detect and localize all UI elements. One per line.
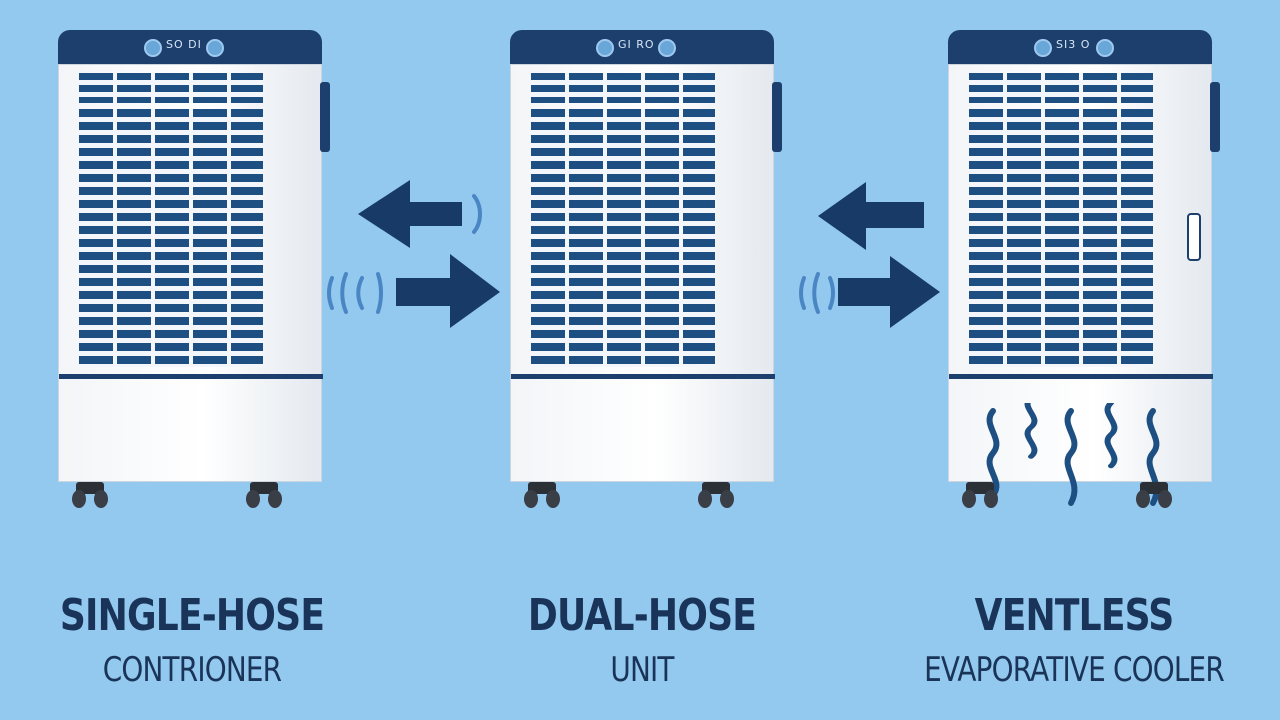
dual-hose-unit-illustration: GI RO (510, 30, 782, 520)
airflow-arrows-right-group (799, 182, 940, 328)
control-panel-text: SI3 O (1056, 38, 1091, 51)
control-panel-text: GI RO (618, 38, 655, 51)
caster-wheel-icon (696, 482, 736, 508)
side-tab (1210, 82, 1220, 152)
unit-subtitle: CONTRIONER (102, 650, 282, 690)
caster-wheel-icon (70, 482, 110, 508)
unit-title: DUAL-HOSE (527, 590, 757, 641)
mist-wave-icon (986, 403, 1160, 506)
body-stripe (949, 374, 1213, 379)
caster-wheel-icon (244, 482, 284, 508)
side-tab (320, 82, 330, 152)
arrow-right-icon (838, 256, 940, 328)
top-louver (531, 73, 715, 103)
arrow-left-icon (818, 182, 924, 250)
control-knob-icon (206, 39, 224, 57)
caster-wheel-icon (960, 482, 1000, 508)
airflow-arrows-left-group (327, 180, 500, 328)
body-stripe (59, 374, 323, 379)
unit-body (948, 64, 1213, 506)
front-grille (969, 109, 1153, 367)
single-hose-unit-illustration: SO DI (58, 30, 330, 520)
side-handle (1187, 213, 1201, 261)
control-knob-icon (1096, 39, 1114, 57)
unit-body (58, 64, 323, 482)
caster-wheel-icon (522, 482, 562, 508)
air-waves-icon (799, 272, 835, 314)
ventless-cooler-illustration: SI3 O (948, 30, 1220, 520)
control-knob-icon (658, 39, 676, 57)
arrow-right-icon (396, 254, 500, 328)
control-knob-icon (596, 39, 614, 57)
control-panel: SO DI (58, 30, 322, 64)
control-knob-icon (1034, 39, 1052, 57)
control-panel: SI3 O (948, 30, 1212, 64)
arrow-left-icon (358, 180, 462, 248)
caster-wheel-icon (1134, 482, 1174, 508)
body-stripe (511, 374, 775, 379)
control-knob-icon (144, 39, 162, 57)
unit-subtitle: EVAPORATIVE COOLER (924, 650, 1225, 690)
control-panel-text: SO DI (166, 38, 202, 51)
unit-subtitle: UNIT (610, 650, 674, 690)
air-waves-icon (472, 194, 482, 234)
side-tab (772, 82, 782, 152)
unit-title: VENTLESS (974, 590, 1175, 641)
front-grille (79, 109, 263, 367)
control-panel: GI RO (510, 30, 774, 64)
air-waves-icon (327, 272, 383, 314)
top-louver (79, 73, 263, 103)
top-louver (969, 73, 1153, 103)
unit-body (510, 64, 775, 482)
unit-title: SINGLE-HOSE (59, 590, 325, 641)
front-grille (531, 109, 715, 367)
